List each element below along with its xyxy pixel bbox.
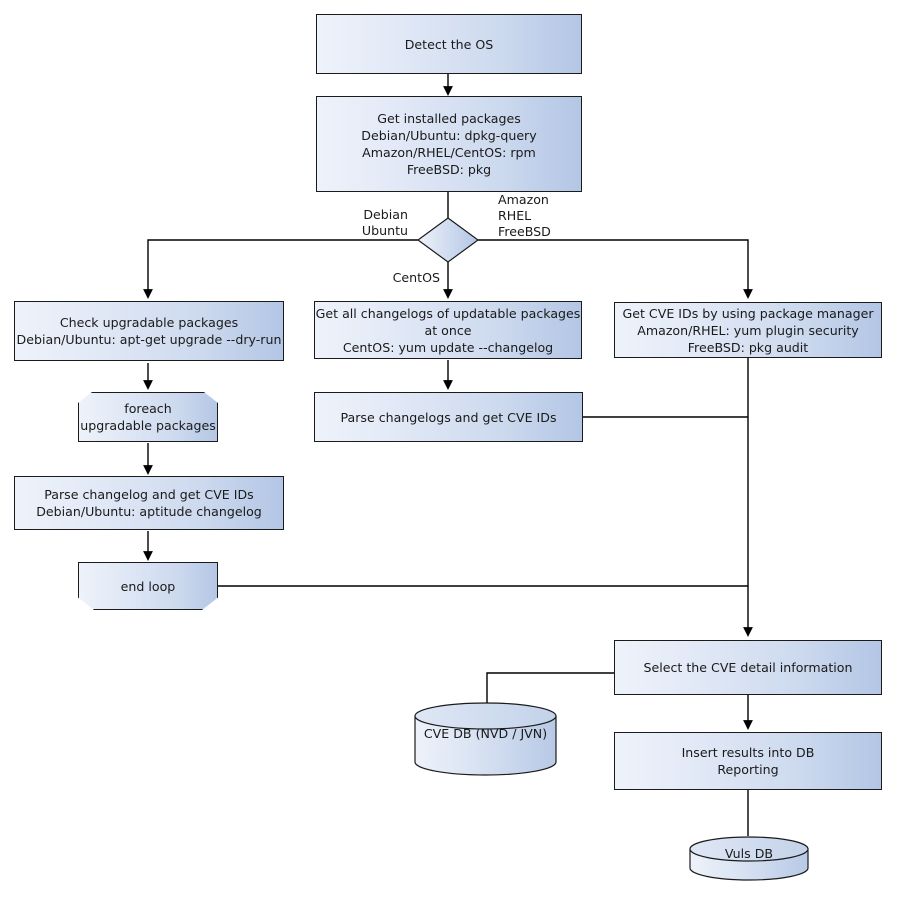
node-get-all-changelogs[interactable]: Get all changelogs of updatable packages…: [314, 301, 582, 359]
node-get-cve-ids-package-manager[interactable]: Get CVE IDs by using package manager Ama…: [614, 302, 882, 358]
node-foreach-upgradable-packages[interactable]: foreach upgradable packages: [78, 392, 218, 442]
node-parse-changelog-get-cve-ids[interactable]: Parse changelog and get CVE IDs Debian/U…: [14, 476, 284, 530]
node-end-loop[interactable]: end loop: [78, 562, 218, 610]
node-get-installed-packages[interactable]: Get installed packages Debian/Ubuntu: dp…: [316, 96, 582, 192]
edge-label-amazon-rhel-freebsd: Amazon RHEL FreeBSD: [498, 192, 551, 239]
os-decision-diamond: [416, 217, 480, 263]
node-cve-db-label: CVE DB (NVD / JVN): [423, 726, 548, 741]
node-check-upgradable-packages[interactable]: Check upgradable packages Debian/Ubuntu:…: [14, 301, 284, 361]
node-vuls-db-label: Vuls DB: [724, 846, 774, 861]
node-select-cve-detail[interactable]: Select the CVE detail information: [614, 640, 882, 695]
edge-label-centos: CentOS: [392, 270, 440, 285]
node-parse-changelogs-get-cve-ids[interactable]: Parse changelogs and get CVE IDs: [314, 392, 583, 442]
vuls-db-cylinder: [689, 836, 809, 881]
node-detect-os[interactable]: Detect the OS: [316, 14, 582, 74]
node-insert-results-into-db[interactable]: Insert results into DB Reporting: [614, 732, 882, 790]
cve-db-cylinder: [414, 702, 557, 776]
edge-label-debian-ubuntu: Debian Ubuntu: [361, 207, 408, 238]
